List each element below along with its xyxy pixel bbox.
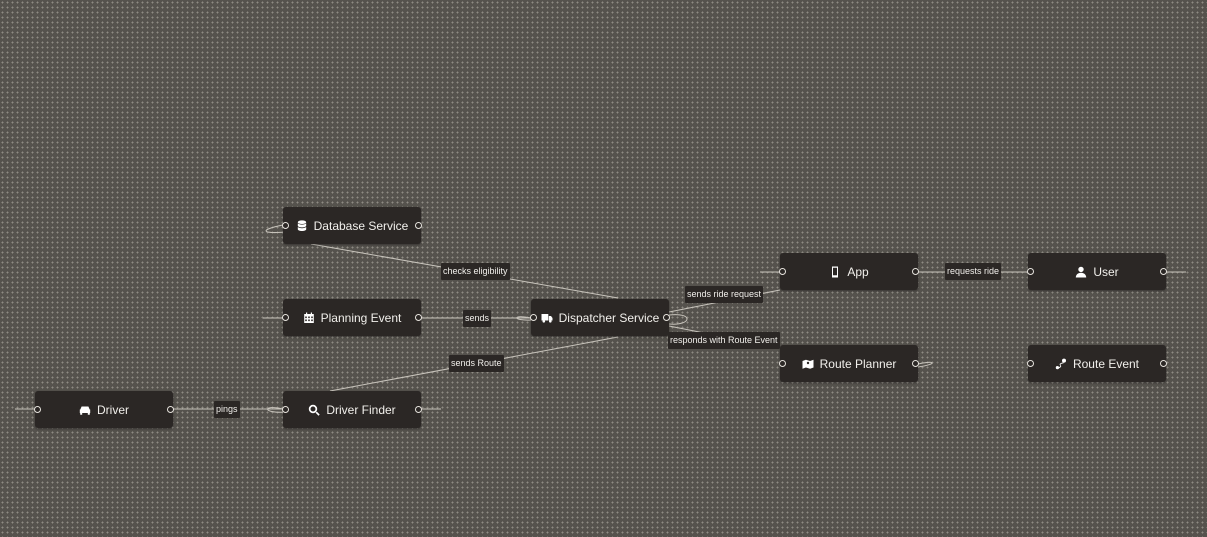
user-icon bbox=[1075, 266, 1087, 278]
node-label: App bbox=[847, 264, 869, 279]
mobile-icon bbox=[829, 266, 841, 278]
node-dispatcher-service[interactable]: Dispatcher Service bbox=[530, 299, 670, 336]
node-driver-finder[interactable]: Driver Finder bbox=[282, 391, 422, 428]
node-route-planner[interactable]: Route Planner bbox=[779, 345, 919, 382]
node-database-service[interactable]: Database Service bbox=[282, 207, 422, 244]
output-port[interactable] bbox=[1160, 268, 1167, 275]
input-port[interactable] bbox=[779, 268, 786, 275]
database-icon bbox=[296, 219, 308, 232]
loop-stub-route-planner bbox=[917, 361, 933, 368]
input-port[interactable] bbox=[1027, 268, 1034, 275]
output-port[interactable] bbox=[912, 360, 919, 367]
node-planning-event[interactable]: Planning Event bbox=[282, 299, 422, 336]
node-app[interactable]: App bbox=[779, 253, 919, 290]
loop-stub-database bbox=[265, 224, 287, 233]
truck-icon bbox=[541, 312, 553, 324]
node-label: Route Event bbox=[1072, 356, 1140, 371]
edge-label-sends-route: sends Route bbox=[449, 355, 504, 372]
node-label: User bbox=[1093, 264, 1119, 279]
output-port[interactable] bbox=[912, 268, 919, 275]
loop-stub-driver-finder bbox=[267, 407, 287, 413]
node-label: Driver bbox=[97, 402, 129, 417]
node-label: Planning Event bbox=[320, 310, 402, 325]
edge-label-checks-eligibility: checks eligibility bbox=[441, 263, 510, 280]
input-port[interactable] bbox=[282, 406, 289, 413]
node-label: Driver Finder bbox=[326, 402, 396, 417]
edge-label-sends-ride-request: sends ride request bbox=[685, 286, 764, 303]
input-port[interactable] bbox=[1027, 360, 1034, 367]
output-port[interactable] bbox=[167, 406, 174, 413]
map-icon bbox=[802, 358, 814, 370]
input-port[interactable] bbox=[282, 314, 289, 321]
node-label: Database Service bbox=[313, 218, 409, 233]
node-label: Dispatcher Service bbox=[558, 310, 660, 325]
input-port[interactable] bbox=[282, 222, 289, 229]
node-driver[interactable]: Driver bbox=[34, 391, 174, 428]
search-icon bbox=[308, 404, 321, 416]
car-icon bbox=[79, 404, 91, 416]
loop-stub-dispatcher-out bbox=[668, 314, 688, 325]
loop-stub-dispatcher-in bbox=[516, 316, 532, 321]
node-route-event[interactable]: Route Event bbox=[1027, 345, 1167, 382]
calendar-icon bbox=[303, 312, 315, 324]
input-port[interactable] bbox=[779, 360, 786, 367]
output-port[interactable] bbox=[415, 314, 422, 321]
node-label: Route Planner bbox=[819, 356, 897, 371]
output-port[interactable] bbox=[415, 222, 422, 229]
output-port[interactable] bbox=[1160, 360, 1167, 367]
node-user[interactable]: User bbox=[1027, 253, 1167, 290]
edge-label-sends: sends bbox=[463, 310, 492, 327]
output-port[interactable] bbox=[415, 406, 422, 413]
input-port[interactable] bbox=[530, 314, 537, 321]
edge-label-requests-ride: requests ride bbox=[945, 263, 1002, 280]
edge-label-pings: pings bbox=[214, 401, 240, 418]
input-port[interactable] bbox=[34, 406, 41, 413]
edge-label-responds-with-route-event: responds with Route Event bbox=[668, 332, 780, 349]
route-icon bbox=[1055, 358, 1067, 370]
output-port[interactable] bbox=[663, 314, 670, 321]
